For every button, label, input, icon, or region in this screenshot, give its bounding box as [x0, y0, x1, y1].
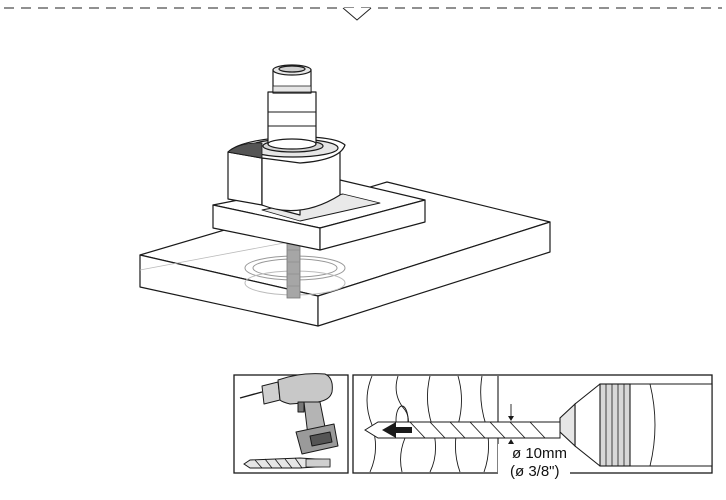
threaded-shank	[286, 239, 301, 299]
fold-line	[4, 7, 722, 21]
drill-diameter-imperial: (ø 3/8")	[510, 463, 560, 480]
drill-tool-panel	[233, 373, 349, 474]
drilling-detail-panel: ø 10mm (ø 3/8")	[352, 374, 713, 480]
drill-chuck	[559, 383, 713, 467]
drill-diameter-metric: ø 10mm	[512, 445, 567, 462]
drill-bit-shaft	[364, 421, 561, 439]
direction-arrow-icon	[382, 422, 412, 438]
dimension-label-bg	[498, 444, 570, 476]
cordless-drill-icon	[239, 373, 339, 455]
drill-bit-icon	[243, 457, 331, 469]
faucet-base-assembly	[212, 64, 426, 251]
